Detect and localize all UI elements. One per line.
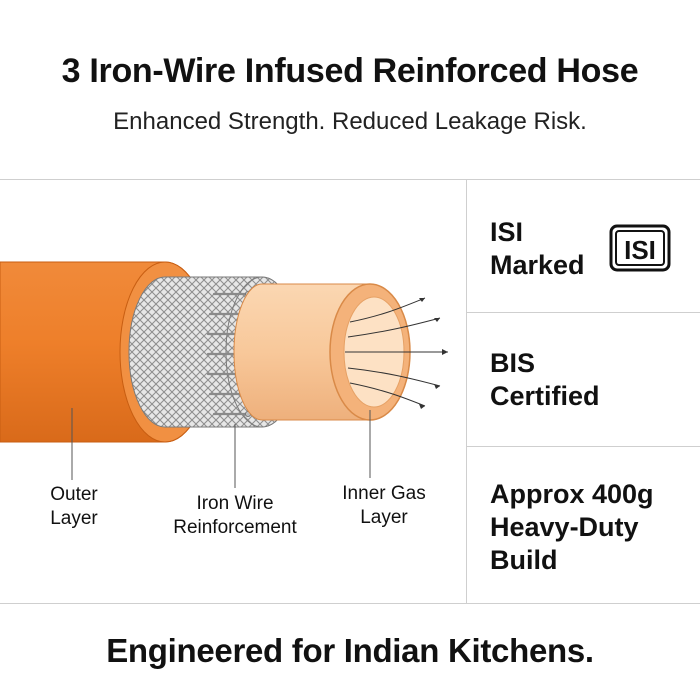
inner-gas-layer-label: Inner Gas Layer — [342, 483, 426, 528]
feature-heavy-duty: Approx 400g Heavy-Duty Build — [490, 479, 654, 575]
svg-text:ISI: ISI — [624, 235, 656, 265]
isi-mark-icon: ISI — [609, 224, 671, 272]
page-title: 3 Iron-Wire Infused Reinforced Hose — [61, 52, 639, 90]
feature-isi-marked: ISI Marked — [490, 217, 585, 280]
gas-flow-arrowheads — [419, 298, 448, 409]
footer-tagline: Engineered for Indian Kitchens. — [106, 632, 594, 669]
feature-divider-1 — [466, 312, 700, 313]
outer-layer-label: Outer Layer — [50, 484, 98, 529]
iron-wire-label: Iron Wire Reinforcement — [173, 493, 297, 538]
feature-divider-2 — [466, 446, 700, 447]
leader-lines — [71, 408, 371, 488]
top-divider — [0, 179, 700, 180]
feature-bis-certified: BIS Certified — [490, 348, 600, 411]
page-subtitle: Enhanced Strength. Reduced Leakage Risk. — [113, 108, 587, 135]
column-divider — [466, 179, 467, 603]
bottom-divider — [0, 603, 700, 604]
hose-diagram — [0, 261, 448, 488]
gas-flow-arrows — [345, 297, 448, 407]
